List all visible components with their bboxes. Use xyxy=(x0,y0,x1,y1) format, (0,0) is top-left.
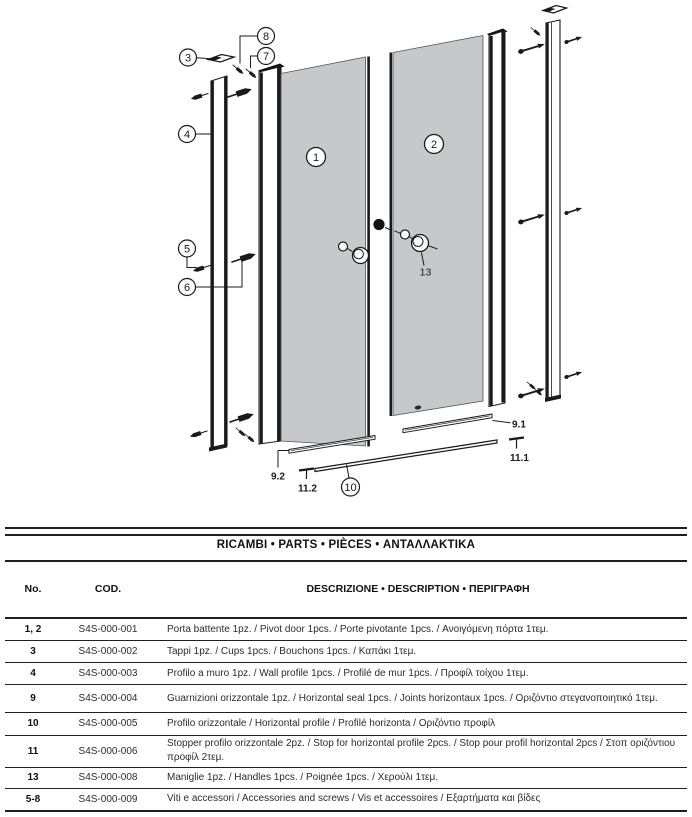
cell-cod: S4S-000-005 xyxy=(78,718,138,729)
table-rule-top-thin xyxy=(5,527,687,529)
cell-cod: S4S-000-003 xyxy=(78,668,138,679)
svg-text:10: 10 xyxy=(344,482,356,494)
cell-no: 1, 2 xyxy=(24,624,42,635)
cell-no: 5-8 xyxy=(25,793,41,805)
horizontal-seal-9-1 xyxy=(402,413,493,434)
svg-text:9.1: 9.1 xyxy=(512,420,526,431)
cell-no: 11 xyxy=(27,745,39,757)
cell-desc: Maniglie 1pz. / Handles 1pcs. / Poignée … xyxy=(167,771,439,783)
table-row: 3 S4S-000-002 Tappi 1pz. / Cups 1pcs. / … xyxy=(0,641,692,662)
cell-cod: S4S-000-001 xyxy=(78,624,138,635)
label-9-1: 9.1 xyxy=(492,420,526,431)
cell-no: 13 xyxy=(27,772,39,783)
label-9-2: 9.2 xyxy=(271,450,289,483)
callout-7: 7 xyxy=(250,46,276,68)
cell-cod: S4S-000-002 xyxy=(78,646,138,657)
table-row: 5-8 S4S-000-009 Viti e accessori / Acces… xyxy=(0,789,692,809)
svg-text:13: 13 xyxy=(420,267,432,279)
table-row: 11 S4S-000-006 Stopper profilo orizzonta… xyxy=(0,736,692,766)
horizontal-profile-10 xyxy=(314,439,498,473)
callout-10: 10 xyxy=(340,464,361,497)
svg-text:7: 7 xyxy=(263,51,269,63)
table-rule-under-title xyxy=(5,560,687,562)
label-11-2: 11.2 xyxy=(298,467,317,495)
row-divider xyxy=(5,712,687,714)
svg-text:3: 3 xyxy=(185,52,191,64)
svg-text:5: 5 xyxy=(184,243,190,255)
pivot-door-2 xyxy=(389,35,484,416)
table-rule-bottom xyxy=(5,810,687,813)
table-title: RICAMBI • PARTS • PIÈCES • ΑΝΤΑΛΛΑΚΤΙΚΑ xyxy=(216,539,476,551)
door2-hinge-profile xyxy=(487,28,508,408)
cap-icon-right xyxy=(540,4,569,14)
column-header-no: No. xyxy=(24,583,42,595)
screw-icons xyxy=(188,26,583,444)
cell-cod: S4S-000-006 xyxy=(78,745,138,757)
cell-no: 4 xyxy=(30,668,36,679)
row-divider xyxy=(5,767,687,769)
row-divider xyxy=(5,640,687,642)
cell-desc: Tappi 1pz. / Cups 1pcs. / Bouchons 1pcs.… xyxy=(167,645,417,657)
svg-text:8: 8 xyxy=(263,31,269,43)
cap-icon xyxy=(205,53,237,63)
table-row: 10 S4S-000-005 Profilo orizzontale / Hor… xyxy=(0,713,692,734)
wall-profile-right xyxy=(545,19,561,402)
row-divider xyxy=(5,684,687,686)
svg-text:6: 6 xyxy=(184,282,190,294)
cell-cod: S4S-000-004 xyxy=(78,693,138,704)
handle-door2-icon: 13 xyxy=(394,229,438,279)
table-row: 1, 2 S4S-000-001 Porta battente 1pz. / P… xyxy=(0,619,692,640)
column-header-cod: COD. xyxy=(94,583,122,595)
cell-no: 9 xyxy=(30,693,36,704)
callout-5: 5 xyxy=(177,239,197,268)
cell-desc: Stopper profilo orizzontale 2pz. / Stop … xyxy=(167,738,676,763)
table-rule-under-header xyxy=(5,617,687,620)
callout-1: 1 xyxy=(305,146,327,168)
cell-cod: S4S-000-009 xyxy=(78,793,138,805)
cell-desc: Porta battente 1pz. / Pivot door 1pcs. /… xyxy=(167,623,549,635)
exploded-parts-diagram: 1 2 xyxy=(177,4,583,497)
svg-text:4: 4 xyxy=(184,129,190,141)
table-header-row: No. COD. DESCRIZIONE • DESCRIPTION • ΠΕΡ… xyxy=(0,583,692,595)
cell-no: 3 xyxy=(30,646,36,657)
cell-cod: S4S-000-008 xyxy=(78,772,138,783)
callout-2: 2 xyxy=(423,133,445,155)
svg-text:1: 1 xyxy=(313,152,319,164)
handle-door1-icon xyxy=(337,218,393,265)
label-11-1: 11.1 xyxy=(508,436,529,464)
callout-4: 4 xyxy=(177,124,212,144)
column-header-desc: DESCRIZIONE • DESCRIPTION • ΠΕΡΙΓΡΑΦΗ xyxy=(306,583,530,595)
wall-profile-left xyxy=(209,75,228,452)
svg-text:11.2: 11.2 xyxy=(298,484,317,495)
pivot-door-1 xyxy=(280,56,370,447)
table-row: 13 S4S-000-008 Maniglie 1pz. / Handles 1… xyxy=(0,768,692,787)
cell-desc: Viti e accessori / Accessories and screw… xyxy=(167,793,541,804)
horizontal-seal-9-2 xyxy=(288,434,376,454)
door1-hinge-profile xyxy=(258,63,285,445)
cell-desc: Profilo a muro 1pz. / Wall profile 1pcs.… xyxy=(167,667,529,679)
callout-8: 8 xyxy=(239,26,276,64)
row-divider xyxy=(5,662,687,664)
table-row: 9 S4S-000-004 Guarnizioni orizzontale 1p… xyxy=(0,685,692,712)
svg-text:11.1: 11.1 xyxy=(510,453,529,464)
svg-text:2: 2 xyxy=(431,139,437,151)
table-row: 4 S4S-000-003 Profilo a muro 1pz. / Wall… xyxy=(0,663,692,684)
callout-6: 6 xyxy=(177,261,243,297)
table-rule-top-thick xyxy=(5,533,687,536)
cell-desc: Guarnizioni orizzontale 1pz. / Horizonta… xyxy=(167,692,658,704)
callout-3: 3 xyxy=(178,48,211,67)
cell-no: 10 xyxy=(27,718,39,729)
row-divider xyxy=(5,788,687,790)
row-divider xyxy=(5,735,687,737)
svg-text:9.2: 9.2 xyxy=(271,472,285,483)
cell-desc: Profilo orizzontale / Horizontal profile… xyxy=(167,717,496,729)
